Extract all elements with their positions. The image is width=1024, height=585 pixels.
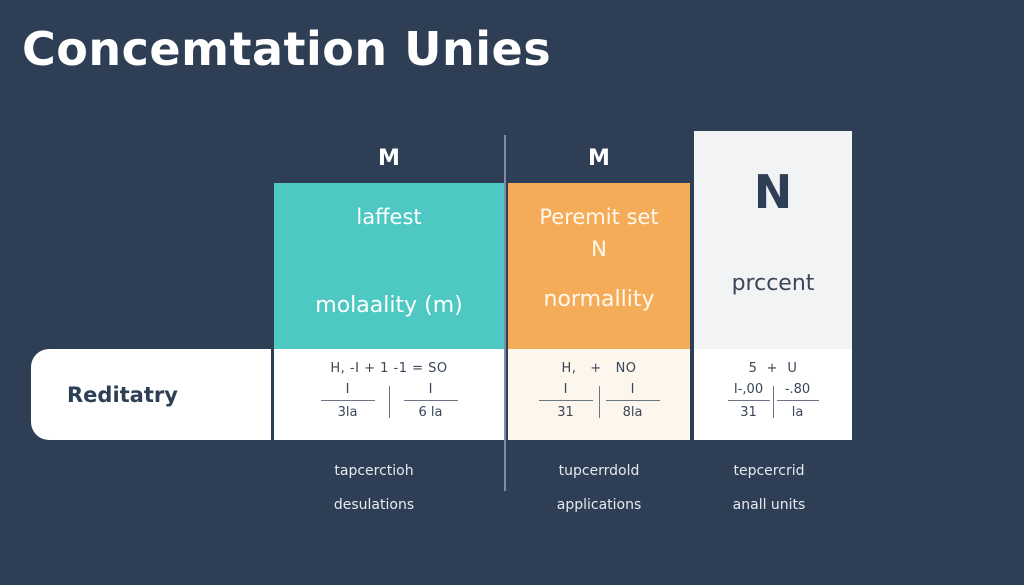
caption-line: desulations bbox=[333, 497, 415, 513]
fraction-separator bbox=[598, 385, 600, 418]
fraction-numerator: I bbox=[403, 382, 458, 401]
fraction-denominator: 8la bbox=[622, 405, 643, 420]
fraction-numerator: I bbox=[320, 382, 375, 401]
column-header-normality: M bbox=[588, 146, 610, 171]
normality-equation: H, + NO bbox=[561, 361, 637, 376]
fraction: I 3la bbox=[320, 382, 375, 421]
fraction-separator bbox=[388, 385, 390, 418]
fraction-denominator: 6 la bbox=[418, 405, 443, 420]
percent-caption: tepcercrid anall units bbox=[694, 454, 844, 522]
percent-label: prccent bbox=[731, 271, 815, 296]
fraction-separator bbox=[772, 385, 774, 418]
normality-caption: tupcerrdold applications bbox=[508, 454, 690, 522]
fraction-denominator: 3la bbox=[337, 405, 358, 420]
fraction-denominator: 31 bbox=[557, 405, 574, 420]
normality-subtitle: Peremit set bbox=[539, 205, 659, 229]
normality-formula: H, + NO I 31 I 8la bbox=[508, 349, 690, 440]
fraction: -.80 la bbox=[776, 382, 819, 421]
caption-line: anall units bbox=[732, 497, 806, 513]
percent-header: N bbox=[753, 165, 793, 219]
fraction: I 8la bbox=[605, 382, 660, 421]
fraction-numerator: I-,00 bbox=[727, 382, 770, 401]
fraction-numerator: -.80 bbox=[776, 382, 819, 401]
caption-line: tapcerctioh bbox=[334, 463, 414, 479]
molality-label: molaality (m) bbox=[315, 293, 463, 318]
caption-line: tepcercrid bbox=[733, 463, 805, 479]
molality-formula: H, -I + 1 -1 = SO I 3la I 6 la bbox=[274, 349, 504, 440]
fraction-denominator: la bbox=[791, 405, 804, 420]
fraction-numerator: I bbox=[605, 382, 660, 401]
normality-card: Peremit set N normallity bbox=[508, 183, 690, 349]
caption-line: applications bbox=[556, 497, 642, 513]
percent-card: N prccent bbox=[694, 131, 852, 349]
molality-equation: H, -I + 1 -1 = SO bbox=[330, 361, 448, 376]
row-label: Reditatry bbox=[67, 382, 178, 407]
page-title: Concemtation Unies bbox=[22, 22, 552, 76]
column-header-molality: M bbox=[378, 146, 400, 171]
percent-equation: 5 + U bbox=[748, 361, 798, 376]
fraction-denominator: 31 bbox=[740, 405, 757, 420]
molality-subtitle: laffest bbox=[356, 205, 422, 229]
normality-symbol: N bbox=[591, 237, 607, 261]
fraction: I 31 bbox=[538, 382, 593, 421]
caption-line: tupcerrdold bbox=[558, 463, 640, 479]
fraction: I-,00 31 bbox=[727, 382, 770, 421]
molality-card: laffest molaality (m) bbox=[274, 183, 504, 349]
percent-formula: 5 + U I-,00 31 -.80 la bbox=[694, 349, 852, 440]
molality-caption: tapcerctioh desulations bbox=[274, 454, 474, 522]
column-divider bbox=[504, 135, 506, 491]
normality-label: normallity bbox=[543, 287, 655, 312]
fraction: I 6 la bbox=[403, 382, 458, 421]
fraction-numerator: I bbox=[538, 382, 593, 401]
row-label-box: Reditatry bbox=[31, 349, 271, 440]
